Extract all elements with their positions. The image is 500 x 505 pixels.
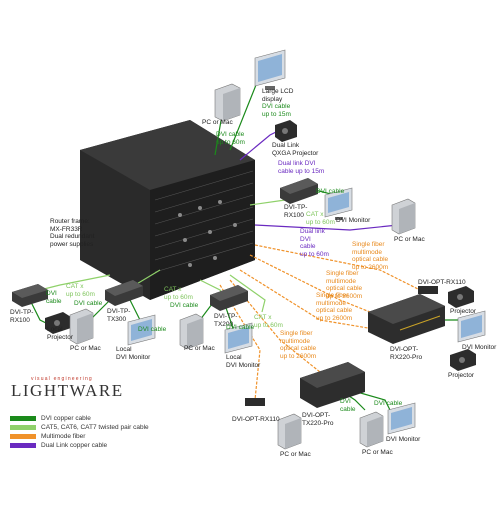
legend-label: Dual Link copper cable [41,442,108,449]
dvi-tp-tx300-label: DVI-TP- TX300 [107,308,131,323]
pc-mac-right-label: PC or Mac [394,236,425,243]
pc-tower-right [391,198,416,235]
dual-link-15m-label: Dual link DVI cable up to 15m [278,160,325,175]
pc-tower-bottom-2 [359,411,384,448]
local-dvi-monitor-mid-label: Local DVI Monitor [226,354,261,369]
legend-item: DVI copper cable [10,414,149,423]
local-projector [45,312,71,334]
dvi-cable-bottom-1-label: DVI cable [340,398,356,413]
dvi-tp-rx100-right-label: DVI-TP- RX100 [284,204,308,219]
cable-cat-tx200b [229,274,266,313]
dvi-opt-tx220-label: DVI-OPT- TX220-Pro [302,412,334,427]
router-frame-label: Router frame: MX-FR33R Dual redundant po… [50,218,95,248]
projector-right-1-label: Projector [450,308,477,315]
cable-dvi-tx220-mon [349,389,391,411]
dvi-tp-tx300 [105,280,143,306]
dvi-monitor-bottom-label: DVI Monitor [386,436,421,443]
router-frame [80,120,255,300]
logo-tagline: visual engineering [31,376,93,382]
pc-tower-top [214,83,241,122]
projector-right-1 [448,286,474,308]
dvi-cable-left-3-label: DVI cable [138,326,167,333]
local-dvi-monitor-left-label: Local DVI Monitor [116,346,151,361]
legend-swatch [10,434,36,439]
dvi-cable-mid-2-label: DVI cable [226,324,255,331]
dvi-cable-bottom-2-label: DVI cable [374,400,403,407]
dvi-cable-right-label: DVI cable [316,188,345,195]
cable-fiber-tx220 [229,279,331,381]
dvi-15m-label: DVI cable up to 15m [262,103,291,118]
legend-item: Dual Link copper cable [10,441,149,450]
pc-mac-top-label: PC or Mac [202,119,233,126]
dvi-cable-left-2-label: DVI cable [74,300,103,307]
cat-right-label: CAT x up to 60m [306,211,335,226]
dvi-monitor-right-2-label: DVI Monitor [462,344,497,351]
dvi-opt-rx110-right-label: DVI-OPT-RX110 [418,279,466,286]
pc-tower-left [69,308,94,345]
dvi-tp-rx100-left [12,284,48,307]
cat-mid-2-label: CAT x up to 60m [254,314,283,329]
legend-label: CAT5, CAT6, CAT7 twisted pair cable [41,424,149,431]
dvi-monitor-right [324,187,353,220]
cable-legend: DVI copper cable CAT5, CAT6, CAT7 twiste… [10,414,149,450]
cable-fiber-rx110 [254,244,421,291]
dvi-monitor-bottom [387,402,416,435]
pc-tower-middle [179,313,204,350]
dvi-tp-rx100-left-label: DVI-TP- RX100 [10,309,34,324]
cable-cat-rx100-l [39,274,111,291]
dual-link-projector-top [275,120,297,142]
large-lcd-display [254,49,286,90]
dvi-monitor-right-label: DVI Monitor [336,217,371,224]
local-dvi-monitor-left [127,314,156,346]
pc-mac-left-label: PC or Mac [70,345,101,352]
dvi-monitor-right-2 [457,310,486,343]
cat-left-1-label: CAT x up to 60m [66,283,95,298]
legend-label: DVI copper cable [41,415,91,422]
local-projector-label: Local Projector [47,326,74,341]
cable-duallink-pc-r [254,224,399,231]
dvi-opt-rx220-label: DVI-OPT- RX220-Pro [390,346,423,361]
projector-right-2-label: Projector [448,372,475,379]
cat-mid-label: CAT x up to 60m [164,286,193,301]
dvi-opt-rx110-right [418,286,438,294]
single-fiber-right-label: Single fiber multimode optical cable up … [352,241,389,271]
lightware-logo: visual engineering LIGHTWARE [11,376,124,399]
pc-mac-bottom-2-label: PC or Mac [362,449,393,456]
pc-mac-mid-label: PC or Mac [184,345,215,352]
cable-fiber-rx110b [219,284,261,401]
legend-item: Multimode fiber [10,432,149,441]
legend-label: Multimode fiber [41,433,86,440]
pc-mac-bottom-1-label: PC or Mac [280,451,311,458]
dvi-cable-mid-label: DVI cable [170,302,199,309]
local-dvi-monitor-middle [224,322,253,354]
dvi-opt-rx110-bottom [245,398,265,406]
projector-right-2 [450,349,476,371]
logo-name: LIGHTWARE [11,381,124,400]
dvi-tp-tx200 [210,285,248,311]
pc-tower-bottom-1 [277,413,302,450]
dvi-opt-tx220-pro [300,362,365,408]
single-fiber-center-label: Single fiber multimode optical cable up … [280,330,317,360]
dual-link-projector-label: Dual Link QXGA Projector [272,142,319,157]
dvi-opt-rx110-bottom-label: DVI-OPT-RX110 [232,416,280,423]
legend-swatch [10,425,36,430]
dual-link-60m-label: Dual link DVI cable up to 60m [300,228,329,258]
dvi-tp-rx100-right [280,178,318,204]
legend-swatch [10,416,36,421]
legend-item: CAT5, CAT6, CAT7 twisted pair cable [10,423,149,432]
single-fiber-mid-2-label: Single fiber multimode optical cable up … [316,292,353,322]
single-fiber-mid-1-label: Single fiber multimode optical cable up … [326,270,363,300]
legend-swatch [10,443,36,448]
dvi-opt-rx220-pro [368,294,445,344]
dvi-60m-top-label: DVI cable up to 60m [216,131,245,146]
dvi-tp-tx200-label: DVI-TP- TX200 [214,313,238,328]
large-lcd-label: Large LCD display [262,88,294,103]
dvi-left-1-label: DVI cable [46,290,62,305]
